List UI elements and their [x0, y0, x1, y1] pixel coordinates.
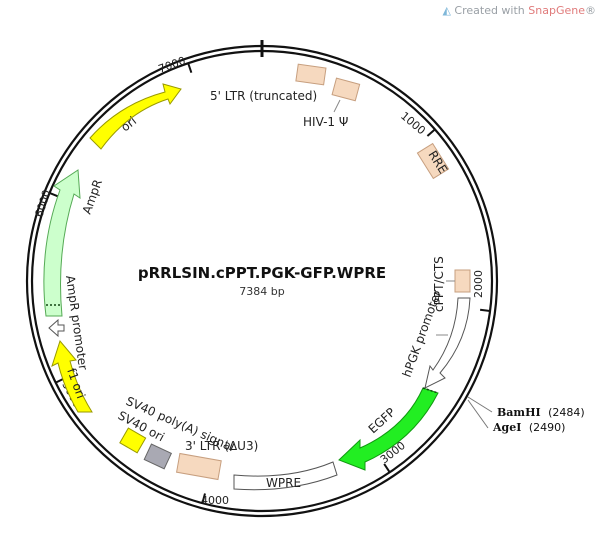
site-leader-bamhi	[467, 396, 493, 413]
plasmid-length: 7384 bp	[239, 285, 284, 298]
site-pos-agei: (2490)	[529, 421, 566, 434]
site-name-agei: AgeI	[492, 421, 521, 434]
feature-cppt-box	[454, 269, 471, 293]
tick-label-4000: 4000	[201, 494, 229, 507]
hiv-psi-leader	[333, 99, 341, 113]
tick-label-7000: 7000	[157, 54, 188, 76]
label-wpre: WPRE	[266, 476, 301, 490]
tick-mark-4000	[201, 493, 206, 504]
feature-cppt[interactable]	[454, 269, 471, 293]
feature-rre-box	[416, 142, 450, 180]
egfp-dotted-end	[422, 387, 439, 394]
feature-sv40-ori[interactable]	[143, 443, 173, 470]
feature-ori[interactable]	[89, 83, 182, 150]
feature-ampr[interactable]	[43, 169, 81, 317]
feature-f1-ori-arrow	[51, 339, 93, 413]
feature-sv40-polya[interactable]	[119, 427, 147, 454]
site-pos-bamhi: (2484)	[548, 406, 585, 419]
label-3ltr: 3' LTR (ΔU3)	[185, 439, 258, 453]
feature-egfp[interactable]	[338, 387, 439, 471]
feature-5ltr[interactable]	[295, 63, 327, 86]
feature-wpre[interactable]	[233, 461, 338, 491]
site-leader-agei	[467, 399, 489, 429]
feature-3ltr-box	[176, 452, 222, 481]
feature-hpgk-arrow	[424, 297, 471, 389]
feature-3ltr[interactable]	[176, 452, 222, 481]
watermark-suffix: ®	[585, 4, 596, 17]
tick-mark-1000	[426, 128, 436, 137]
feature-hpgk[interactable]	[424, 297, 471, 389]
feature-ampr-promoter-arrow	[48, 318, 65, 338]
feature-f1-ori[interactable]	[51, 339, 93, 413]
tick-mark-3000	[383, 463, 391, 473]
site-name-bamhi: BamHI	[497, 406, 541, 419]
watermark-prefix: Created with	[454, 4, 529, 17]
feature-wpre-box	[233, 461, 338, 491]
label-ampr: AmpR	[80, 178, 105, 216]
watermark-brand: SnapGene	[528, 4, 585, 17]
snapgene-logo-icon: ◭	[442, 4, 451, 17]
tick-label-1000: 1000	[398, 109, 428, 137]
tick-mark-6000	[49, 191, 60, 198]
feature-rre[interactable]	[416, 142, 450, 180]
label-5ltr: 5' LTR (truncated)	[210, 89, 317, 103]
feature-sv40-ori-box	[143, 443, 173, 470]
site-label-bamhi: BamHI (2484)	[497, 406, 585, 419]
feature-hiv-psi[interactable]	[331, 77, 361, 102]
label-cppt: cPPT/CTS	[432, 256, 446, 312]
feature-hiv-psi-box	[331, 77, 361, 102]
snapgene-watermark: ◭ Created with SnapGene®	[442, 4, 596, 17]
site-label-agei: AgeI (2490)	[492, 421, 565, 434]
label-hiv-psi: HIV-1 Ψ	[303, 115, 348, 129]
tick-label-2000: 2000	[472, 270, 485, 298]
tick-mark-7000	[187, 62, 193, 73]
tick-mark-2000	[479, 308, 491, 313]
feature-ampr-arrow	[43, 169, 81, 317]
feature-ampr-promoter[interactable]	[48, 318, 65, 338]
plasmid-name: pRRLSIN.cPPT.PGK-GFP.WPRE	[138, 264, 386, 282]
feature-sv40-polya-box	[119, 427, 147, 454]
tick-label-6000: 6000	[32, 188, 53, 219]
feature-ori-arrow	[89, 83, 182, 150]
feature-egfp-arrow	[338, 387, 439, 471]
feature-5ltr-box	[295, 63, 327, 86]
